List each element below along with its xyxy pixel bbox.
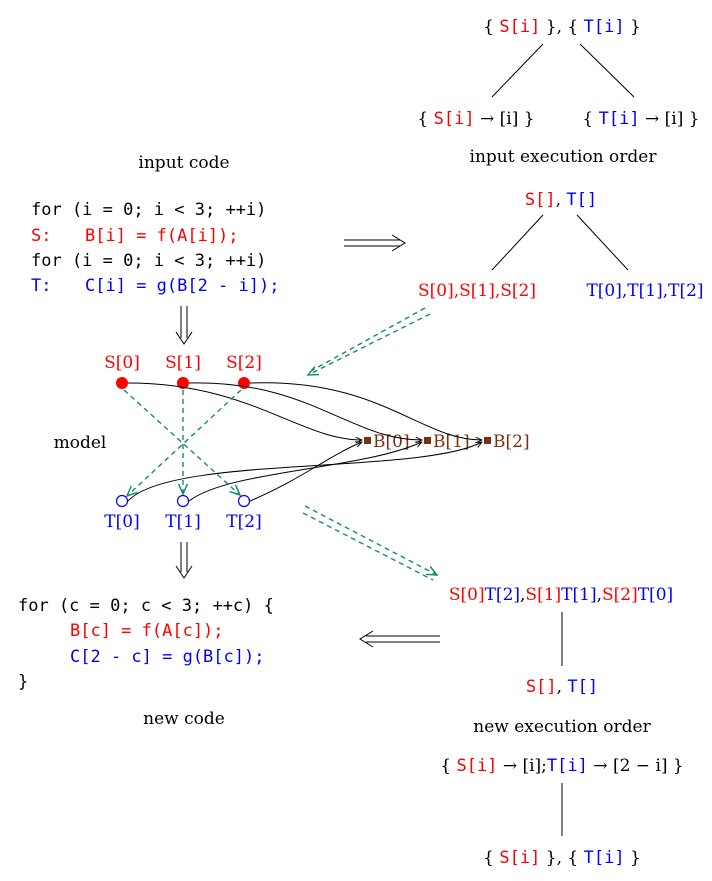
tree-edge <box>491 214 544 271</box>
double-arrow-right <box>344 234 406 252</box>
schedule-tree-bottom: { S[i] → [i];T[i] → [2 − i] } { S[i] }, … <box>440 756 684 868</box>
read-edge-t0-b2 <box>127 442 482 502</box>
model-s0-label: S[0] <box>104 353 140 373</box>
input-code-line3: for (i = 0; i < 3; ++i) <box>31 251 266 271</box>
dependence-s0-t2 <box>123 389 240 495</box>
model-t0-node <box>115 494 129 508</box>
dependence-arrow-top <box>308 307 431 375</box>
model-t2-label: T[2] <box>226 512 261 532</box>
input-code: for (i = 0; i < 3; ++i) S:B[i] = f(A[i])… <box>31 200 279 296</box>
tree-edge <box>579 43 635 98</box>
input-code-line1: for (i = 0; i < 3; ++i) <box>31 200 266 220</box>
input-order-left: S[0],S[1],S[2] <box>418 281 536 301</box>
double-arrow-left <box>359 630 440 648</box>
write-edge-s1-b1 <box>188 382 422 440</box>
new-code-line4: } <box>18 672 28 692</box>
read-edge-t2-b0 <box>249 442 362 502</box>
input-order-root: S[], T[] <box>525 190 597 210</box>
tree-edge <box>576 214 629 271</box>
new-code: for (c = 0; c < 3; ++c) { B[c] = f(A[c])… <box>18 596 274 692</box>
dependence-s2-t0 <box>127 389 242 496</box>
schedule-tree-top: { S[i] }, { T[i] } { S[i] → [i] } { T[i]… <box>417 17 699 129</box>
model-s1-node <box>177 377 189 389</box>
model-s0-node <box>116 377 128 389</box>
model-b2-node <box>484 437 491 444</box>
caption-input-order: input execution order <box>470 147 658 167</box>
tree-edge <box>491 43 544 98</box>
double-arrow-down-top <box>175 306 193 345</box>
caption-input-code: input code <box>138 153 229 173</box>
new-code-line1: for (c = 0; c < 3; ++c) { <box>18 596 274 616</box>
schedule-tree-top-right: { T[i] → [i] } <box>582 109 699 129</box>
schedule-tree-top-root: { S[i] }, { T[i] } <box>483 17 641 37</box>
double-arrow-down-bottom <box>175 542 193 579</box>
input-order-tree: S[], T[] S[0],S[1],S[2] T[0],T[1],T[2] <box>418 190 704 301</box>
caption-model: model <box>54 433 107 453</box>
input-code-line4: T:C[i] = g(B[2 - i]); <box>31 276 279 296</box>
model-t1-label: T[1] <box>165 512 200 532</box>
model-b1-label: B[1] <box>433 432 470 452</box>
schedule-tree-top-left: { S[i] → [i] } <box>417 109 534 129</box>
model-graph: S[0] S[1] S[2] B[0] B[1] B[2] T[0] T[1] … <box>104 353 529 532</box>
write-edge-s2-b2 <box>249 382 482 440</box>
input-order-right: T[0],T[1],T[2] <box>586 281 703 301</box>
schedule-tree-bottom-root: { S[i] → [i];T[i] → [2 − i] } <box>440 756 684 776</box>
new-code-line3: C[2 - c] = g(B[c]); <box>70 647 264 667</box>
new-order-tree: S[0]T[2],S[1]T[1],S[2]T[0] S[], T[] <box>449 585 673 697</box>
new-order-child: S[], T[] <box>526 677 598 697</box>
dependence-arrow-bottom <box>302 505 437 581</box>
model-s1-label: S[1] <box>165 353 201 373</box>
caption-new-order: new execution order <box>473 717 651 737</box>
model-t0-label: T[0] <box>104 512 139 532</box>
model-s2-label: S[2] <box>226 353 262 373</box>
model-t1-node <box>176 494 190 508</box>
new-order-root: S[0]T[2],S[1]T[1],S[2]T[0] <box>449 585 673 605</box>
model-t2-node <box>237 494 251 508</box>
model-b0-node <box>364 437 371 444</box>
model-b1-node <box>424 437 431 444</box>
caption-new-code: new code <box>143 709 225 729</box>
schedule-tree-bottom-child: { S[i] }, { T[i] } <box>483 848 641 868</box>
write-edge-s0-b0 <box>127 382 362 440</box>
new-code-line2: B[c] = f(A[c]); <box>70 621 224 641</box>
read-edge-t1-b1 <box>188 442 422 502</box>
model-b0-label: B[0] <box>373 432 410 452</box>
model-b2-label: B[2] <box>493 432 530 452</box>
input-code-line2: S:B[i] = f(A[i]); <box>31 226 239 246</box>
